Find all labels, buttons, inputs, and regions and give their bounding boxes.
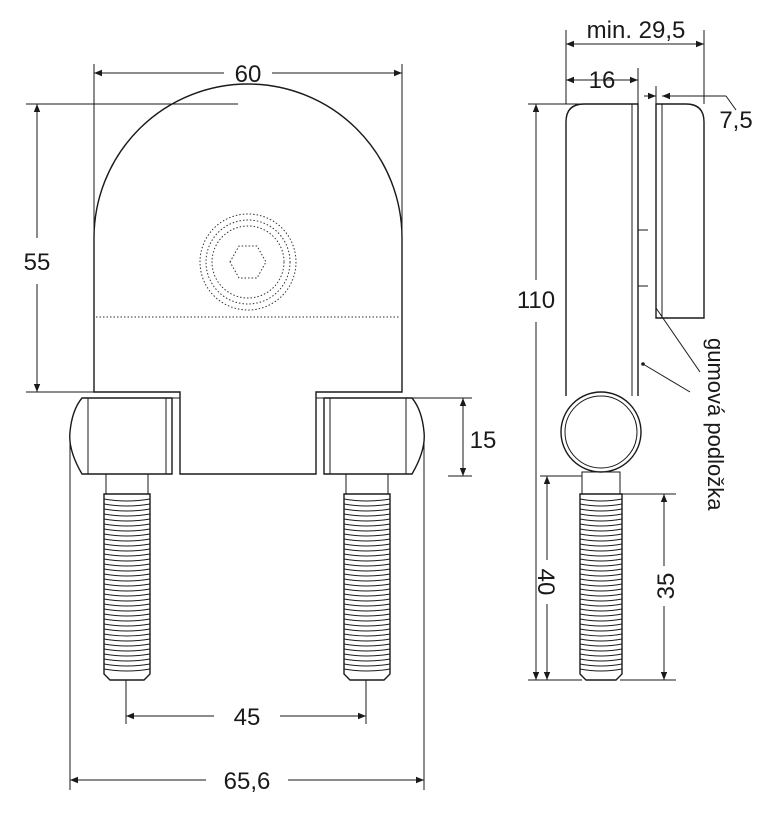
front-body-outline — [93, 83, 403, 475]
front-view: 60 55 15 45 — [24, 61, 497, 795]
side-bolt-neck — [581, 471, 621, 495]
hex-socket-screw — [199, 213, 297, 311]
right-clamp — [316, 397, 425, 475]
dim-pad-thickness: 7,5 — [644, 86, 753, 134]
dim-min-depth: min. 29,5 — [565, 17, 705, 104]
svg-text:min. 29,5: min. 29,5 — [587, 17, 686, 44]
rubber-pad-label: gumová podložka — [703, 338, 728, 511]
left-clamp — [69, 397, 180, 475]
rubber-pad-leader — [642, 307, 701, 393]
svg-text:15: 15 — [470, 427, 497, 454]
side-rubber-pad — [655, 103, 705, 319]
svg-text:60: 60 — [235, 61, 262, 88]
right-threaded-bolt — [343, 473, 391, 681]
dim-bolt-spacing: 45 — [125, 680, 367, 731]
dim-depth: 16 — [566, 67, 639, 104]
side-threaded-bolt — [579, 493, 623, 681]
dim-total-height: 110 — [517, 103, 600, 681]
dim-clamp-height: 15 — [412, 397, 497, 477]
svg-text:40: 40 — [532, 569, 559, 596]
side-plate — [565, 103, 639, 396]
dim-bolt-total: 40 — [532, 475, 582, 680]
dim-height-body: 55 — [24, 103, 238, 393]
side-hinge-pin — [560, 391, 642, 473]
dim-width-top: 60 — [93, 61, 403, 104]
svg-text:55: 55 — [24, 249, 51, 276]
svg-text:110: 110 — [517, 287, 555, 314]
svg-text:7,5: 7,5 — [719, 107, 752, 134]
svg-text:16: 16 — [589, 67, 616, 94]
dim-overall-width: 65,6 — [69, 440, 425, 795]
svg-text:35: 35 — [653, 573, 680, 600]
svg-text:65,6: 65,6 — [224, 768, 271, 795]
dim-bolt-thread: 35 — [620, 493, 680, 681]
svg-text:45: 45 — [234, 704, 261, 731]
side-view: gumová podložka min. 29,5 16 7,5 — [517, 17, 753, 681]
left-threaded-bolt — [103, 473, 151, 681]
